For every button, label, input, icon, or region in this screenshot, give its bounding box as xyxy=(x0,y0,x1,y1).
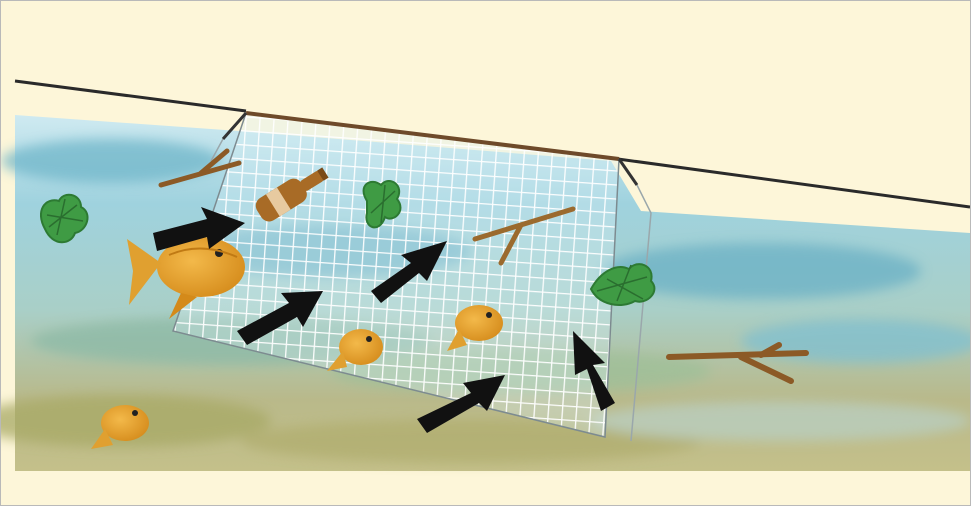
river-net-illustration xyxy=(1,1,970,505)
image-frame xyxy=(0,0,971,506)
